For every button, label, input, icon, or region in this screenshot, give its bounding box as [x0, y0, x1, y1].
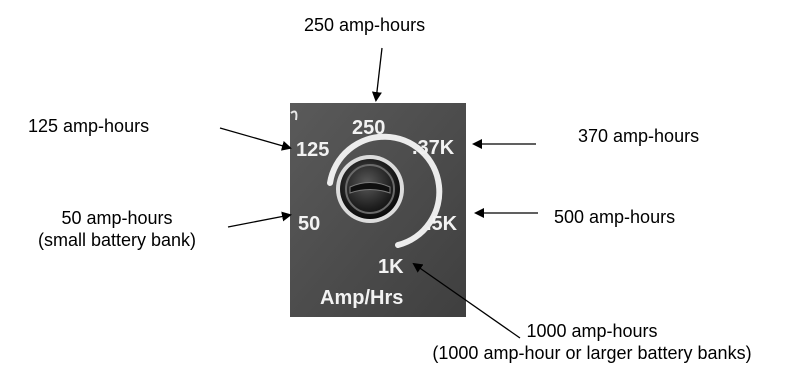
label-50: 50	[298, 213, 320, 235]
arrow-1000	[412, 262, 521, 339]
callout-1000-line2: (1000 amp-hour or larger battery banks)	[432, 343, 752, 363]
label-37k: .37K	[412, 137, 455, 159]
label-250: 250	[352, 117, 385, 139]
unit-label: Amp/Hrs	[320, 287, 403, 309]
arrow-125	[219, 127, 292, 151]
callout-125: 125 amp-hours	[28, 116, 150, 136]
callout-50: 50 amp-hours (small battery bank)	[7, 207, 227, 251]
callout-500: 500 amp-hours	[554, 207, 676, 227]
label-125: 125	[296, 139, 329, 161]
label-5k: .5K	[426, 213, 458, 235]
callout-50-line1: 50 amp-hours	[61, 208, 173, 228]
callout-370: 370 amp-hours	[578, 126, 700, 146]
callout-1000: 1000 amp-hours (1000 amp-hour or larger …	[378, 320, 806, 364]
callout-1000-line1: 1000 amp-hours	[526, 321, 658, 341]
callout-250: 250 amp-hours	[304, 15, 426, 35]
adjustment-knob[interactable]	[336, 155, 404, 223]
panel-edge-mark	[290, 110, 298, 121]
arrow-250	[371, 47, 383, 102]
label-1k: 1K	[378, 256, 404, 278]
callout-50-line2: (small battery bank)	[37, 230, 197, 250]
arrow-50	[227, 211, 292, 228]
scale-arc	[327, 133, 443, 248]
